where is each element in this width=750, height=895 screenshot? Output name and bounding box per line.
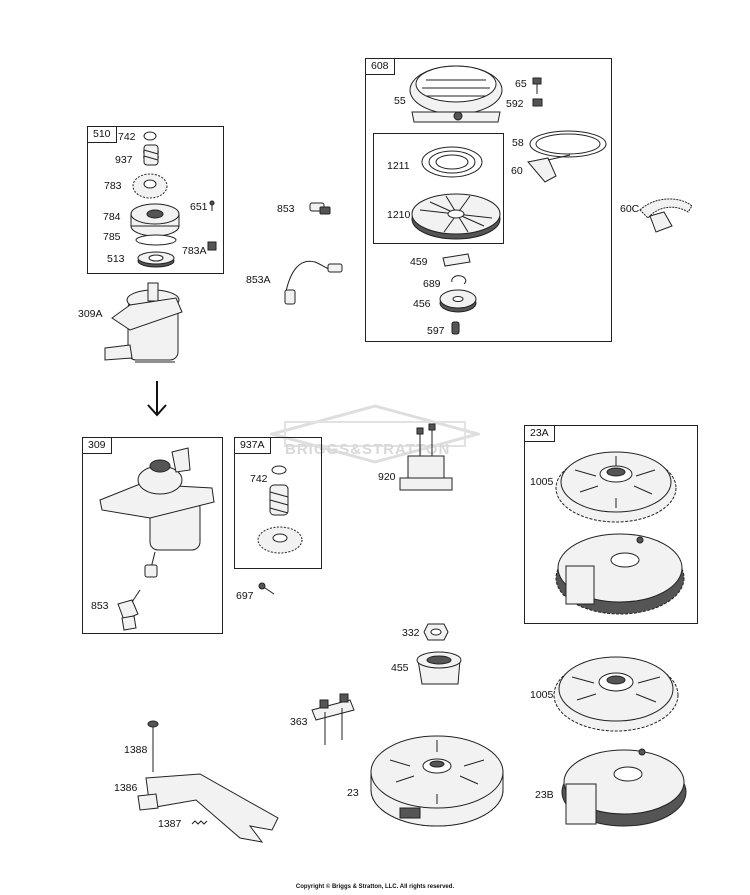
part-459-pawl [442,253,471,267]
part-853-connector [309,202,331,215]
part-592-nut [532,98,543,107]
label-1388: 1388 [124,744,148,756]
part-651-screw [209,200,215,211]
part-1387-spring [191,820,208,825]
label-58: 58 [512,137,524,149]
part-920-solenoid [399,423,453,491]
part-23A-flywheel [555,533,685,615]
assembly-box-510: 510 [87,126,224,274]
label-55: 55 [394,95,406,107]
label-455: 455 [391,662,409,674]
copyright-notice: Copyright © Briggs & Stratton, LLC. All … [295,884,455,890]
part-742-clip-937A [271,465,287,475]
label-1387: 1387 [158,818,182,830]
part-513-pinion [137,251,175,268]
part-597-screw [451,321,460,335]
label-853-starter: 853 [91,600,109,612]
assembly-box-309: 309 [82,437,223,634]
assembly-tag-510: 510 [87,126,117,143]
part-1386-brake-bracket [137,773,279,843]
label-1211: 1211 [387,160,410,172]
part-1005-fan [553,656,679,732]
label-60C: 60C [620,203,640,215]
part-60-handle [527,154,571,183]
label-456: 456 [413,298,431,310]
brand-watermark-logo [270,404,480,464]
watermark-text: BRIGGS&STRATTON [285,441,451,458]
label-742-b: 742 [250,473,268,485]
part-853-connector-309 [117,589,141,631]
label-920: 920 [378,471,396,483]
assembly-tag-309: 309 [82,437,112,454]
label-937: 937 [115,154,133,166]
down-arrow-icon [147,381,167,417]
label-853A: 853A [246,274,271,286]
label-784: 784 [103,211,121,223]
label-1005-lower: 1005 [530,689,554,701]
label-783: 783 [104,180,122,192]
label-23B: 23B [535,789,554,801]
part-455-cup [416,651,462,685]
label-363: 363 [290,716,308,728]
label-332: 332 [402,627,420,639]
label-65: 65 [515,78,527,90]
assembly-box-23A: 23A [524,425,698,624]
assembly-tag-608: 608 [365,58,395,75]
label-1005-upper: 1005 [530,476,554,488]
assembly-tag-937A: 937A [234,437,271,454]
part-1210-pulley [411,193,501,240]
assembly-box-937A: 937A [234,437,322,569]
label-459: 459 [410,256,428,268]
part-309A-starter-motor [104,282,183,363]
assembly-tag-23A: 23A [524,425,555,442]
label-1386: 1386 [114,782,138,794]
part-784-clutch [130,203,180,237]
part-689-clip [451,275,467,285]
label-513: 513 [107,253,125,265]
label-1210: 1210 [387,209,411,221]
part-783A-nut [207,241,217,251]
label-785: 785 [103,231,121,243]
part-785-ring [135,234,177,246]
part-937A-spring [269,484,289,516]
part-937-spring [143,144,159,166]
part-332-nut [423,623,449,641]
part-742-clip [143,131,157,141]
part-1005-fan-23A [555,451,677,523]
part-363-bracket [311,693,355,745]
label-309A: 309A [78,308,103,320]
part-58-rope [529,130,607,158]
label-23: 23 [347,787,359,799]
part-783-gear [132,173,168,199]
part-456-retainer [439,289,477,313]
part-23-flywheel [370,735,504,827]
part-65-bolt [532,77,542,94]
part-697-screw [258,582,275,595]
assembly-box-608: 608 [365,58,612,342]
label-853-harness-top: 853 [277,203,295,215]
label-597: 597 [427,325,445,337]
part-1388-bolt [147,720,159,772]
label-60: 60 [511,165,523,177]
label-742-a: 742 [118,131,136,143]
part-23B-flywheel [561,748,687,827]
label-651: 651 [190,201,208,213]
part-55-rewind-cover [409,65,503,123]
part-853A-wire-harness [284,260,343,305]
label-697: 697 [236,590,254,602]
label-592: 592 [506,98,524,110]
label-689: 689 [423,278,441,290]
part-309-starter-assembly [99,447,215,578]
label-783A: 783A [182,245,207,257]
subassembly-box-1211-1210 [373,133,504,244]
part-1211-rewind-spring [421,146,483,178]
part-937A-gear [257,526,303,554]
part-60C-handle [639,198,693,233]
